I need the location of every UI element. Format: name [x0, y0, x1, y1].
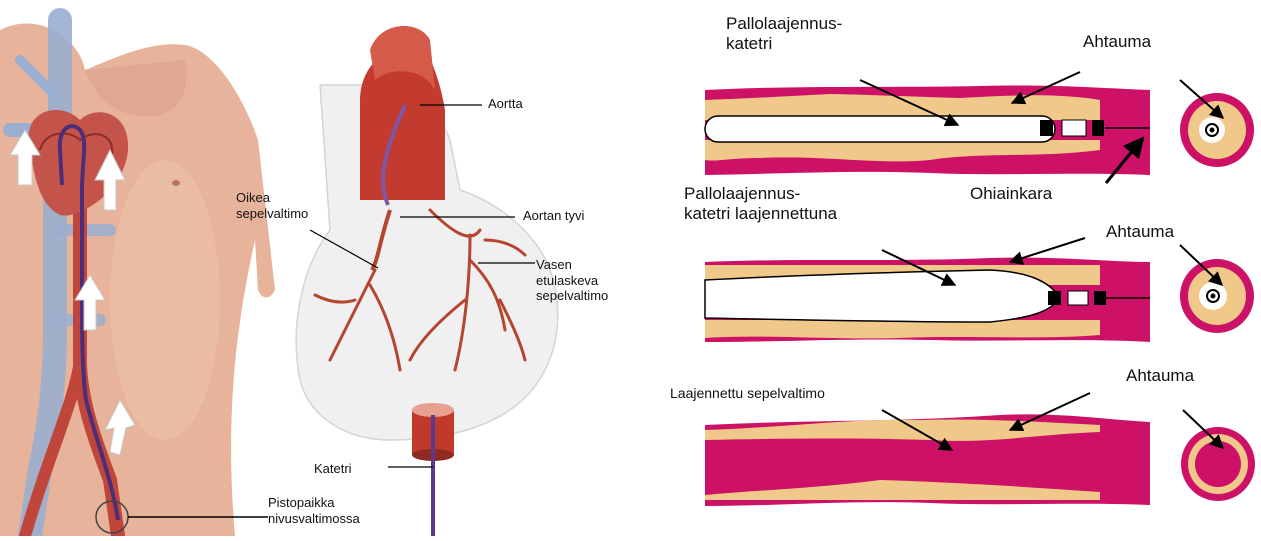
- panel-2: [705, 238, 1254, 342]
- panel-1: [705, 72, 1254, 183]
- label-aortta: Aortta: [488, 96, 523, 112]
- label-oikea-sepelvaltimo: Oikea sepelvaltimo: [236, 190, 308, 221]
- label-pallolaajennuskatetri: Pallolaajennus- katetri: [726, 14, 842, 55]
- label-pallolaajennuskatetri-laajennettuna: Pallolaajennus- katetri laajennettuna: [684, 184, 837, 225]
- label-ahtauma-3: Ahtauma: [1126, 366, 1194, 386]
- label-katetri: Katetri: [314, 461, 352, 477]
- label-ohiainkara: Ohiainkara: [970, 184, 1052, 204]
- panel-3: [705, 393, 1255, 506]
- label-aortan-tyvi: Aortan tyvi: [523, 208, 584, 224]
- label-ahtauma-1: Ahtauma: [1083, 32, 1151, 52]
- label-laajennettu-sepelvaltimo: Laajennettu sepelvaltimo: [670, 385, 825, 402]
- label-ahtauma-2: Ahtauma: [1106, 222, 1174, 242]
- label-pistopaikka: Pistopaikka nivusvaltimossa: [268, 495, 360, 526]
- label-vasen-etulaskeva: Vasen etulaskeva sepelvaltimo: [536, 257, 608, 304]
